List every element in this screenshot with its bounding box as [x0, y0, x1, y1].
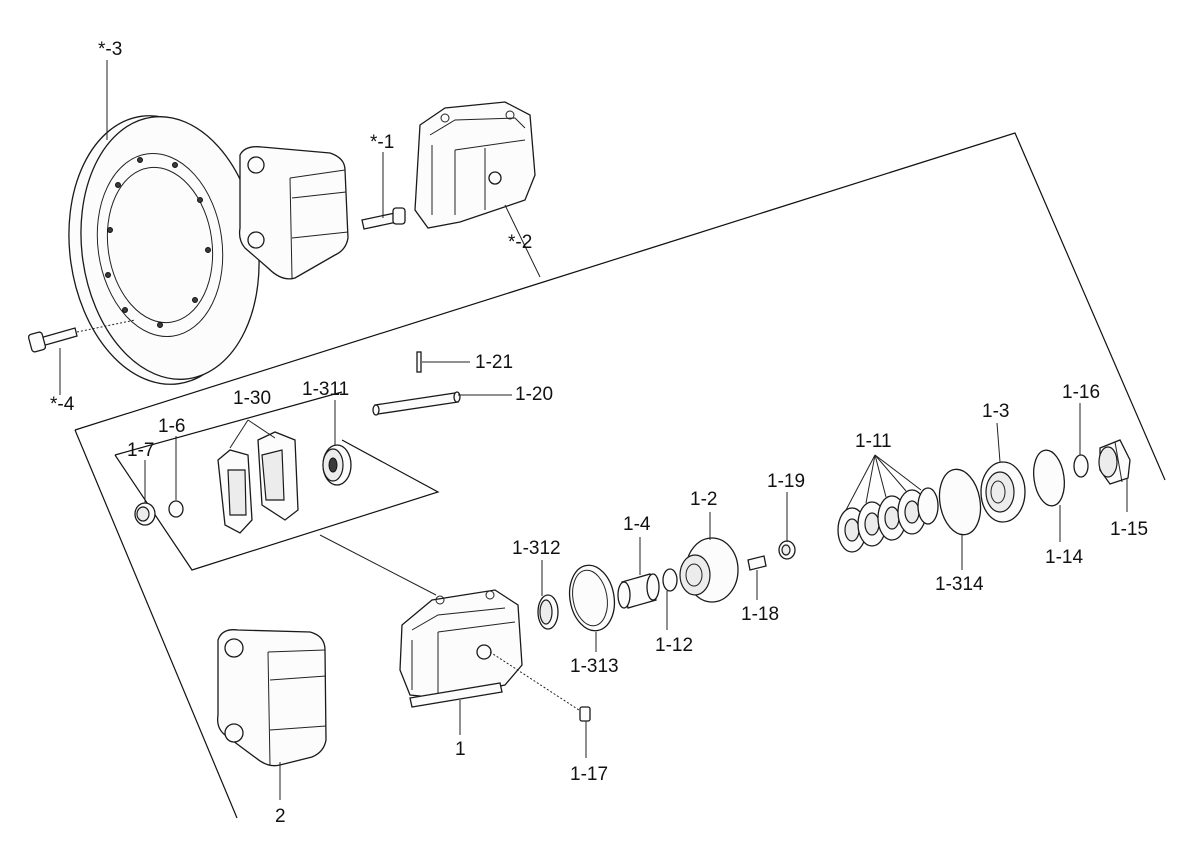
label-1-6: 1-6 — [158, 416, 185, 437]
leader-lines — [59, 60, 1128, 800]
pad-pin-rod-part — [372, 391, 461, 416]
label-1: 1 — [455, 739, 466, 760]
label-star-3: *-3 — [98, 39, 122, 60]
label-1-14: 1-14 — [1045, 547, 1083, 568]
bearing-1-3-part — [980, 461, 1026, 523]
snap-ring-1-14-part — [1032, 449, 1066, 507]
label-1-3: 1-3 — [982, 401, 1009, 422]
o-ring-1-12-part — [662, 568, 678, 592]
label-1-12: 1-12 — [655, 635, 693, 656]
label-star-1: *-1 — [370, 132, 394, 153]
seal-1-312-part — [537, 594, 559, 630]
label-1-7: 1-7 — [127, 440, 154, 461]
small-parts-1-6-1-7 — [134, 500, 184, 526]
seal-ring-1-311-part — [322, 444, 352, 486]
label-2: 2 — [275, 806, 286, 827]
label-1-17: 1-17 — [570, 764, 608, 785]
lower-pad-part — [217, 629, 327, 767]
ring-1-313-part — [568, 564, 616, 632]
label-1-20: 1-20 — [515, 384, 553, 405]
label-1-313: 1-313 — [570, 656, 619, 677]
washer-stack-1-11-part — [837, 487, 939, 553]
caliper-bolt-part — [361, 207, 406, 230]
label-1-16: 1-16 — [1062, 382, 1100, 403]
label-1-4: 1-4 — [623, 514, 651, 535]
o-ring-1-16-part — [1073, 454, 1089, 478]
brake-disc-part — [68, 115, 260, 385]
nut-1-15-part — [1098, 439, 1131, 485]
spring-pin-part — [416, 351, 422, 373]
label-star-2: *-2 — [508, 232, 532, 253]
part-1-19 — [778, 540, 796, 560]
ring-1-314-part — [938, 468, 982, 536]
bleeder-screw-part — [489, 651, 591, 722]
label-1-11: 1-11 — [855, 431, 892, 452]
label-1-15: 1-15 — [1110, 519, 1148, 540]
flange-1-2-part — [679, 537, 739, 603]
upper-caliper-part — [414, 101, 536, 229]
label-1-312: 1-312 — [512, 538, 561, 559]
label-1-30: 1-30 — [233, 388, 271, 409]
upper-pad-part — [238, 146, 349, 280]
part-1-18 — [747, 555, 767, 571]
label-1-314: 1-314 — [935, 574, 984, 595]
label-1-21: 1-21 — [475, 352, 513, 373]
label-1-19: 1-19 — [767, 471, 805, 492]
label-star-4: *-4 — [50, 394, 75, 415]
piston-1-4-part — [617, 573, 660, 609]
part-labels: *-3 *-1 *-2 *-4 1-21 1-20 1-311 1-30 1-6… — [50, 39, 1148, 827]
lower-caliper-part — [399, 589, 523, 708]
brake-pads-pair-part — [217, 431, 299, 534]
label-1-2: 1-2 — [690, 489, 717, 510]
label-1-311: 1-311 — [302, 379, 349, 400]
disc-bolt-part — [27, 319, 136, 353]
label-1-18: 1-18 — [741, 604, 779, 625]
